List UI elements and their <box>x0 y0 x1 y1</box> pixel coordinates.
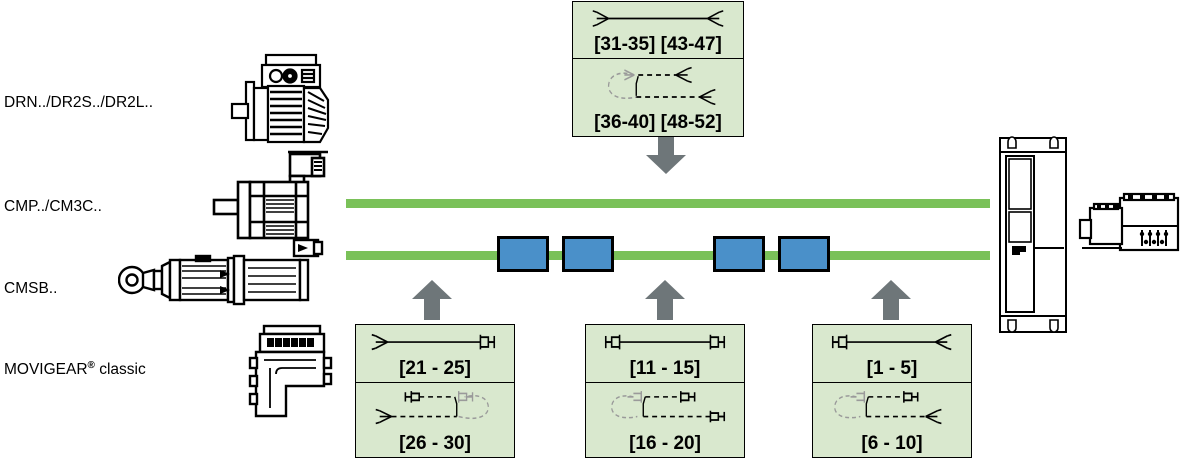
cell-16-20[interactable]: [16 - 20] <box>586 382 744 457</box>
movigear-suffix: classic <box>94 361 146 378</box>
lower-connection-bus <box>346 251 990 260</box>
servomotor-cmsb-illustration <box>118 238 330 318</box>
blue-block-1[interactable] <box>497 236 549 272</box>
servomotor-cmp-illustration <box>212 152 336 248</box>
box-right[interactable]: [1 - 5] <box>812 324 972 458</box>
row-label-cmsb: CMSB.. <box>4 280 58 297</box>
cell-label-36-40-48-52: [36-40] [48-52] <box>594 112 722 133</box>
cell-label-6-10: [6 - 10] <box>861 433 923 454</box>
box-middle[interactable]: [11 - 15] <box>585 324 745 458</box>
cell-26-30[interactable]: [26 - 30] <box>356 382 514 457</box>
arrow-up-right <box>870 279 912 321</box>
cable-y-split-open-end-plugs-icon <box>356 383 514 434</box>
top-box[interactable]: [31-35] [43-47] <box>572 1 744 137</box>
drive-inverter-illustration <box>1078 184 1182 258</box>
cell-1-5[interactable]: [1 - 5] <box>813 325 971 382</box>
control-cabinet-illustration <box>998 136 1068 334</box>
gearmotor-drn-illustration <box>228 52 340 156</box>
cell-21-25[interactable]: [21 - 25] <box>356 325 514 382</box>
cable-plug-to-open-end-icon <box>813 325 971 359</box>
cell-label-21-25: [21 - 25] <box>399 358 471 380</box>
cable-y-split-open-ends-icon <box>573 59 743 113</box>
cable-open-both-ends-icon <box>573 2 743 35</box>
cable-y-split-plugs-icon <box>586 383 744 434</box>
cell-6-10[interactable]: [6 - 10] <box>813 382 971 457</box>
cell-11-15[interactable]: [11 - 15] <box>586 325 744 382</box>
cell-36-40-48-52[interactable]: [36-40] [48-52] <box>573 58 743 136</box>
upper-connection-bus <box>346 199 990 208</box>
arrow-up-left <box>411 279 453 321</box>
box-left[interactable]: [21 - 25] <box>355 324 515 458</box>
blue-block-4[interactable] <box>778 236 830 272</box>
registered-mark: ® <box>87 359 95 371</box>
blue-block-2[interactable] <box>562 236 614 272</box>
row-label-movigear: MOVIGEAR® classic <box>4 359 146 379</box>
cell-label-26-30: [26 - 30] <box>399 433 471 454</box>
row-label-drn: DRN../DR2S../DR2L.. <box>4 94 154 111</box>
cable-plug-to-plug-icon <box>586 325 744 359</box>
cell-31-35-43-47[interactable]: [31-35] [43-47] <box>573 2 743 58</box>
movigear-classic-illustration <box>246 324 346 420</box>
arrow-up-middle <box>644 279 686 321</box>
cell-label-16-20: [16 - 20] <box>629 433 701 454</box>
cable-y-split-plug-open-end-icon <box>813 383 971 434</box>
cell-label-11-15: [11 - 15] <box>629 358 701 380</box>
cell-label-1-5: [1 - 5] <box>866 358 918 380</box>
cable-open-end-to-plug-icon <box>356 325 514 359</box>
row-label-cmp: CMP../CM3C.. <box>4 198 102 215</box>
movigear-word: MOVIGEAR <box>4 361 88 378</box>
cell-label-31-35-43-47: [31-35] [43-47] <box>594 34 722 55</box>
arrow-down-top <box>645 133 687 175</box>
blue-block-3[interactable] <box>713 236 765 272</box>
